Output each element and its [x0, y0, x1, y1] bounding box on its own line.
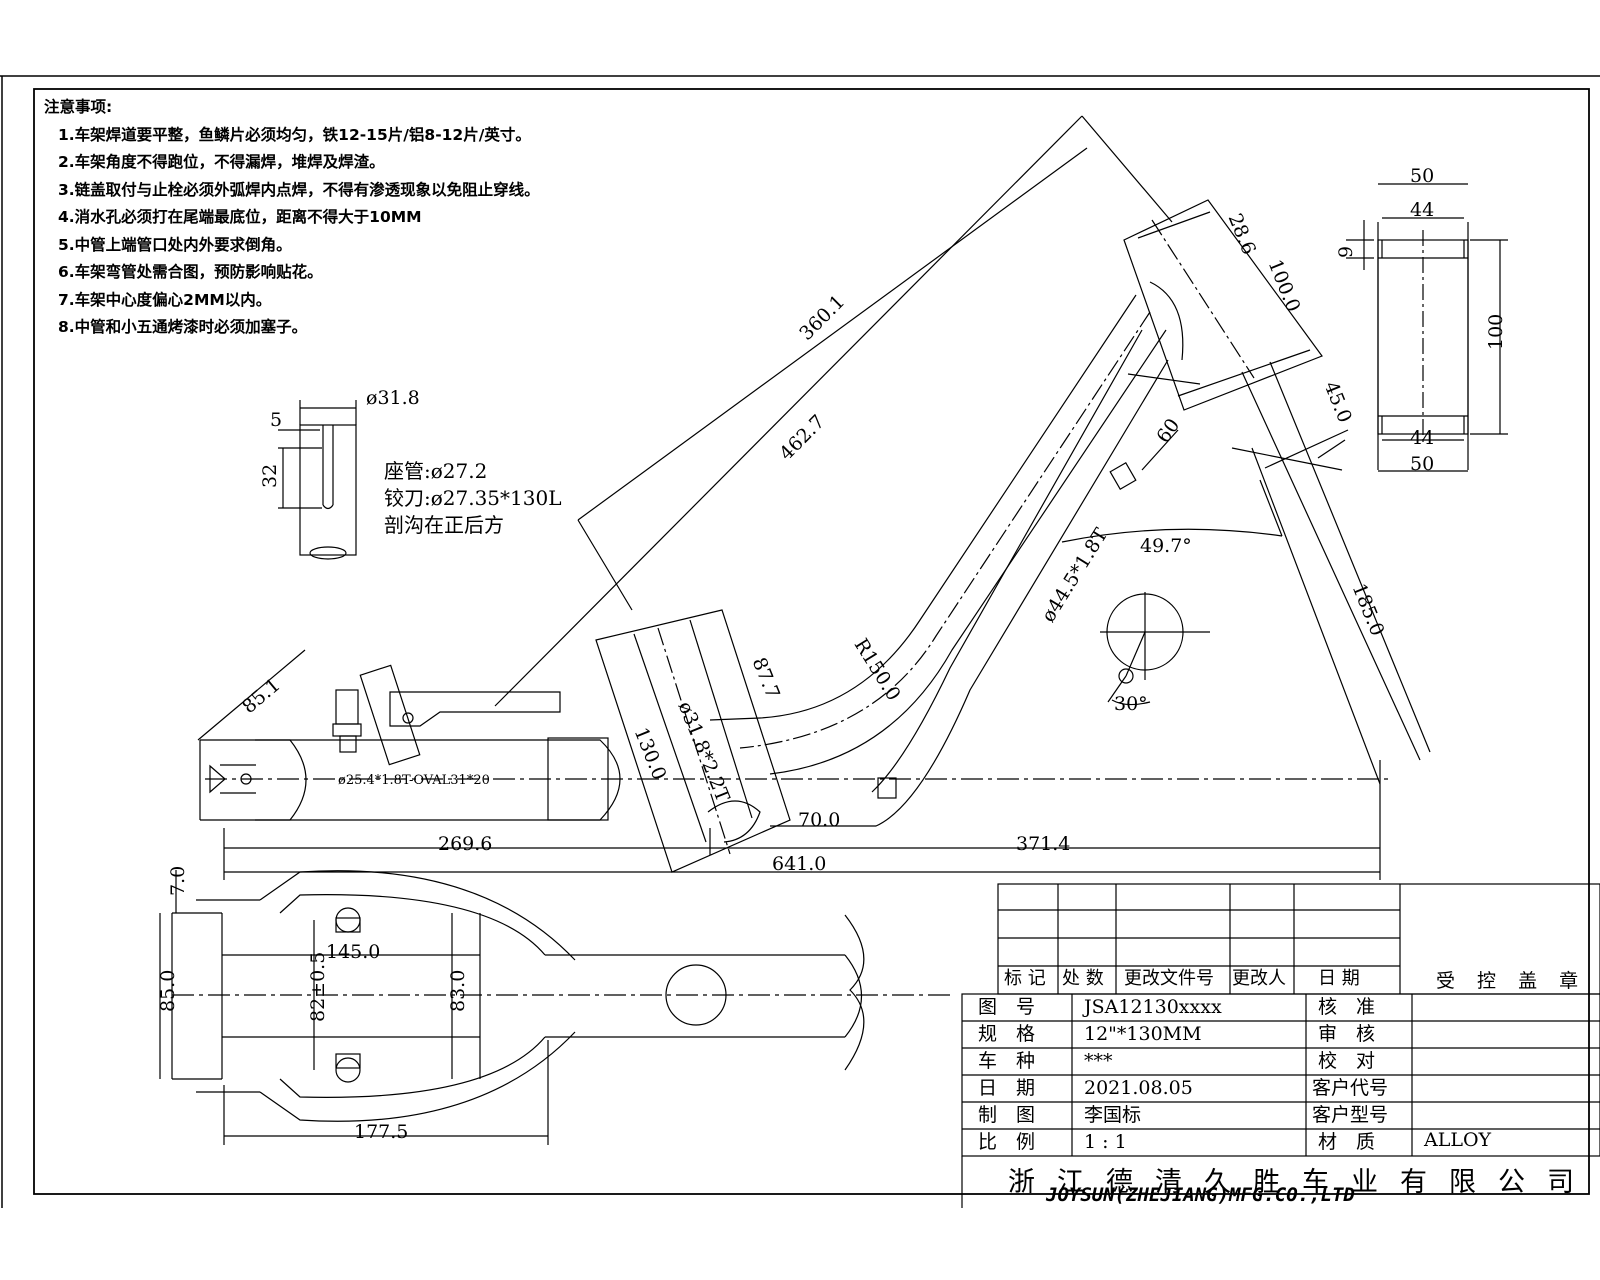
seat-note-line2: 铰刀:ø27.35*130L — [384, 486, 562, 510]
dim-49-7: 49.7° — [1140, 535, 1192, 557]
value-spec: 12"*130MM — [1084, 1023, 1202, 1045]
approval-approve: 核 准 — [1318, 996, 1376, 1018]
value-drawing-no: JSA12130xxxx — [1084, 996, 1222, 1018]
note-item: 8.中管和小五通烤漆时必须加塞子。 — [58, 318, 308, 336]
dim-177-5: 177.5 — [354, 1121, 408, 1143]
note-item: 6.车架弯管处需合图，预防影响贴花。 — [58, 263, 323, 281]
seat-note: 座管:ø27.2 铰刀:ø27.35*130L 剖沟在正后方 — [384, 458, 562, 539]
rear-fork-top-view — [159, 870, 950, 1145]
approval-client-code: 客户代号 — [1312, 1077, 1389, 1099]
note-item: 7.车架中心度偏心2MM以内。 — [58, 290, 272, 309]
title-block-grid — [961, 883, 1600, 1208]
dim-45-0: 45.0 — [1320, 378, 1356, 425]
label-model: 车 种 — [978, 1050, 1036, 1072]
hd-44-bot: 44 — [1410, 427, 1434, 449]
dim-r150: R150.0 — [850, 635, 905, 705]
dim-360-1: 360.1 — [795, 291, 849, 345]
dim-185-0: 185.0 — [1348, 580, 1389, 639]
hd-9: 9 — [1335, 246, 1357, 258]
label-drawn: 制 图 — [978, 1104, 1036, 1126]
dim-87-7: 87.7 — [748, 654, 784, 701]
hd-50-bot: 50 — [1410, 453, 1434, 475]
dim-371-4: 371.4 — [1016, 833, 1070, 855]
dim-5: 5 — [270, 409, 282, 431]
controlled-stamp: 受 控 盖 章 — [1436, 970, 1587, 992]
label-date: 日 期 — [978, 1077, 1036, 1099]
hd-100: 100 — [1485, 314, 1507, 350]
label-spec: 规 格 — [978, 1023, 1036, 1045]
dim-82: 82±0.5 — [307, 952, 329, 1022]
rev-header-date: 日 期 — [1318, 968, 1360, 989]
rev-header-mark: 标 记 — [1004, 968, 1046, 989]
dim-31-8-top: ø31.8 — [366, 387, 420, 409]
approval-check: 校 对 — [1318, 1050, 1376, 1072]
dim-7-0: 7.0 — [167, 866, 189, 896]
frame-side-view — [197, 115, 1431, 880]
inner-border — [33, 88, 1590, 1195]
dim-32: 32 — [259, 464, 281, 488]
dim-130-0: 130.0 — [630, 724, 671, 783]
seat-note-line3: 剖沟在正后方 — [384, 513, 504, 537]
notes-block: 注意事项: 1.车架焊道要平整，鱼鳞片必须均匀，铁12-15片/铝8-12片/英… — [44, 94, 540, 342]
dim-83-0: 83.0 — [447, 970, 469, 1012]
dim-60: 60 — [1152, 415, 1184, 447]
dim-30: 30° — [1114, 693, 1148, 715]
notes-title: 注意事项: — [44, 98, 113, 116]
dim-462-7: 462.7 — [775, 411, 829, 465]
head-tube-detail — [1346, 183, 1508, 472]
dim-70-0: 70.0 — [798, 809, 840, 831]
dim-85-0: 85.0 — [157, 970, 179, 1012]
rev-header-count: 处 数 — [1062, 968, 1104, 989]
seat-note-line1: 座管:ø27.2 — [384, 459, 488, 483]
dim-100-0: 100.0 — [1264, 256, 1305, 315]
note-item: 2.车架角度不得跑位，不得漏焊，堆焊及焊渣。 — [58, 153, 385, 171]
dim-145-0: 145.0 — [326, 941, 380, 963]
dim-28-6: 28.6 — [1224, 210, 1260, 257]
value-scale: 1 : 1 — [1084, 1131, 1127, 1153]
note-item: 5.中管上端管口处内外要求倒角。 — [58, 235, 292, 254]
approval-material: 材 质 — [1318, 1131, 1376, 1153]
note-item: 3.链盖取付与止栓必须外弧焊内点焊，不得有渗透现象以免阻止穿线。 — [58, 180, 540, 199]
hd-44-top: 44 — [1410, 199, 1434, 221]
label-drawing-no: 图 号 — [978, 996, 1036, 1018]
note-item: 4.消水孔必须打在尾端最底位，距离不得大于10MM — [58, 208, 422, 226]
dim-31-8-mid: ø31.8*2.2T — [674, 698, 734, 805]
dim-641-0: 641.0 — [772, 853, 826, 875]
label-scale: 比 例 — [978, 1131, 1036, 1153]
material-value: ALLOY — [1424, 1129, 1492, 1151]
rev-header-person: 更改人 — [1232, 968, 1286, 989]
note-item: 1.车架焊道要平整，鱼鳞片必须均匀，铁12-15片/铝8-12片/英寸。 — [58, 125, 531, 144]
approval-client-model: 客户型号 — [1312, 1104, 1389, 1126]
seat-tube-detail — [278, 400, 357, 560]
hd-50-top: 50 — [1410, 165, 1434, 187]
dim-269-6: 269.6 — [438, 833, 492, 855]
dim-oval: ø25.4*1.8T-OVAL31*20 — [338, 773, 490, 788]
value-model: *** — [1084, 1050, 1113, 1072]
dim-85-1: 85.1 — [238, 674, 285, 718]
value-drawn: 李国标 — [1084, 1104, 1142, 1126]
company-name-cn: 浙江德清久胜车业有限公司 — [1008, 1167, 1596, 1198]
approval-review: 审 核 — [1318, 1023, 1376, 1045]
rev-header-doc: 更改文件号 — [1124, 968, 1214, 989]
company-name-en: JOYSUN(ZHEJIANG)MFG.CO.,LTD — [1046, 1184, 1355, 1206]
value-date: 2021.08.05 — [1084, 1077, 1193, 1099]
